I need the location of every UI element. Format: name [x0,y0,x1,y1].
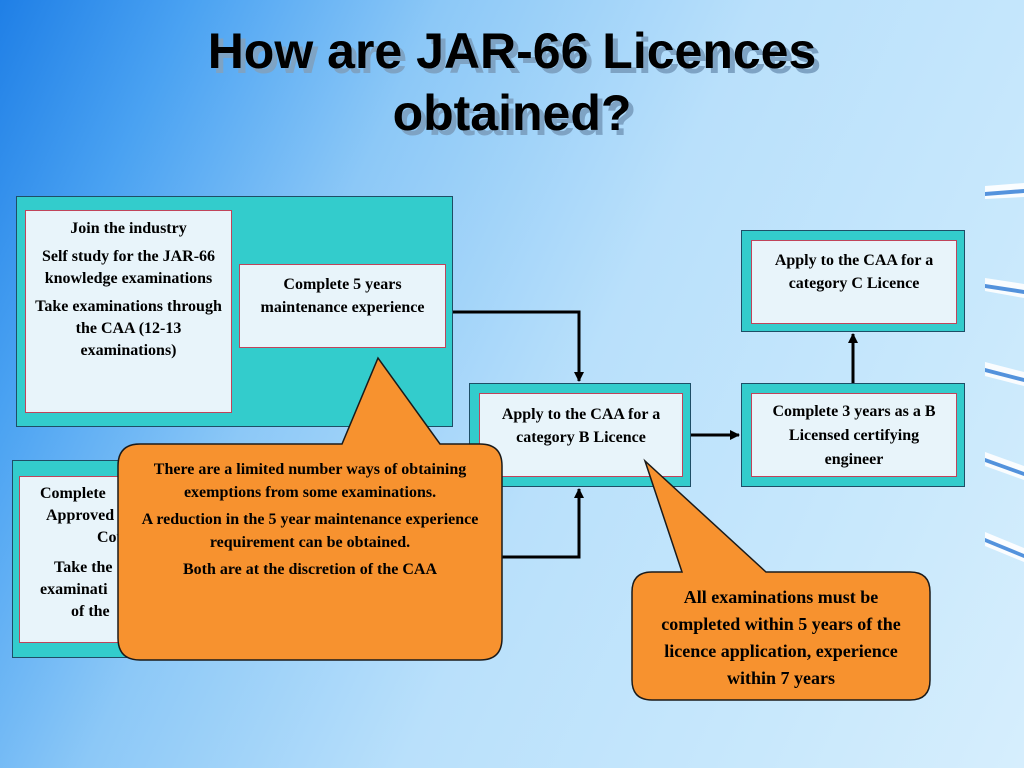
self-study-text: Self study for the JAR-66 knowledge exam… [41,248,216,287]
course-line-1a: Complete [40,485,106,502]
category-c-box: Apply to the CAA for a category C Licenc… [751,240,957,324]
course-line-2b: examinati [40,581,108,598]
category-c-text: Apply to the CAA for a category C Licenc… [774,252,934,292]
title-line-1: How are JAR-66 Licences [207,23,817,79]
experience-text: Complete 5 years maintenance experience [260,276,425,316]
exemptions-callout: There are a limited number ways of obtai… [140,458,480,585]
title-line-2: obtained? [392,85,632,141]
exemptions-para-1: There are a limited number ways of obtai… [153,461,467,501]
category-b-box: Apply to the CAA for a category B Licenc… [479,393,683,477]
category-b-text: Apply to the CAA for a category B Licenc… [501,406,661,446]
arrow-industry-to-b [453,310,584,382]
experience-box: Complete 5 years maintenance experience [239,264,446,348]
three-years-box: Complete 3 years as a B Licensed certify… [751,393,957,477]
exemptions-para-2: A reduction in the 5 year maintenance ex… [141,511,479,551]
course-line-2a: Take the [54,559,113,576]
arrow-course-to-b [490,488,584,559]
three-years-text: Complete 3 years as a B Licensed certify… [772,403,936,468]
three-years-panel: Complete 3 years as a B Licensed certify… [741,383,965,487]
time-limit-callout: All examinations must be completed withi… [648,584,914,692]
course-line-1b: Approved [46,507,115,524]
page-title: How are JAR-66 Licences obtained? [0,20,1024,144]
category-b-panel: Apply to the CAA for a category B Licenc… [469,383,691,487]
exemptions-para-3: Both are at the discretion of the CAA [182,561,438,578]
industry-panel: Join the industry Self study for the JAR… [16,196,453,427]
join-industry-text: Join the industry [70,220,187,237]
take-exams-text: Take examinations through the CAA (12-13… [35,298,222,359]
time-limit-text: All examinations must be completed withi… [661,587,901,688]
category-c-panel: Apply to the CAA for a category C Licenc… [741,230,965,332]
join-industry-box: Join the industry Self study for the JAR… [25,210,232,413]
course-line-2c: of the [71,603,110,620]
